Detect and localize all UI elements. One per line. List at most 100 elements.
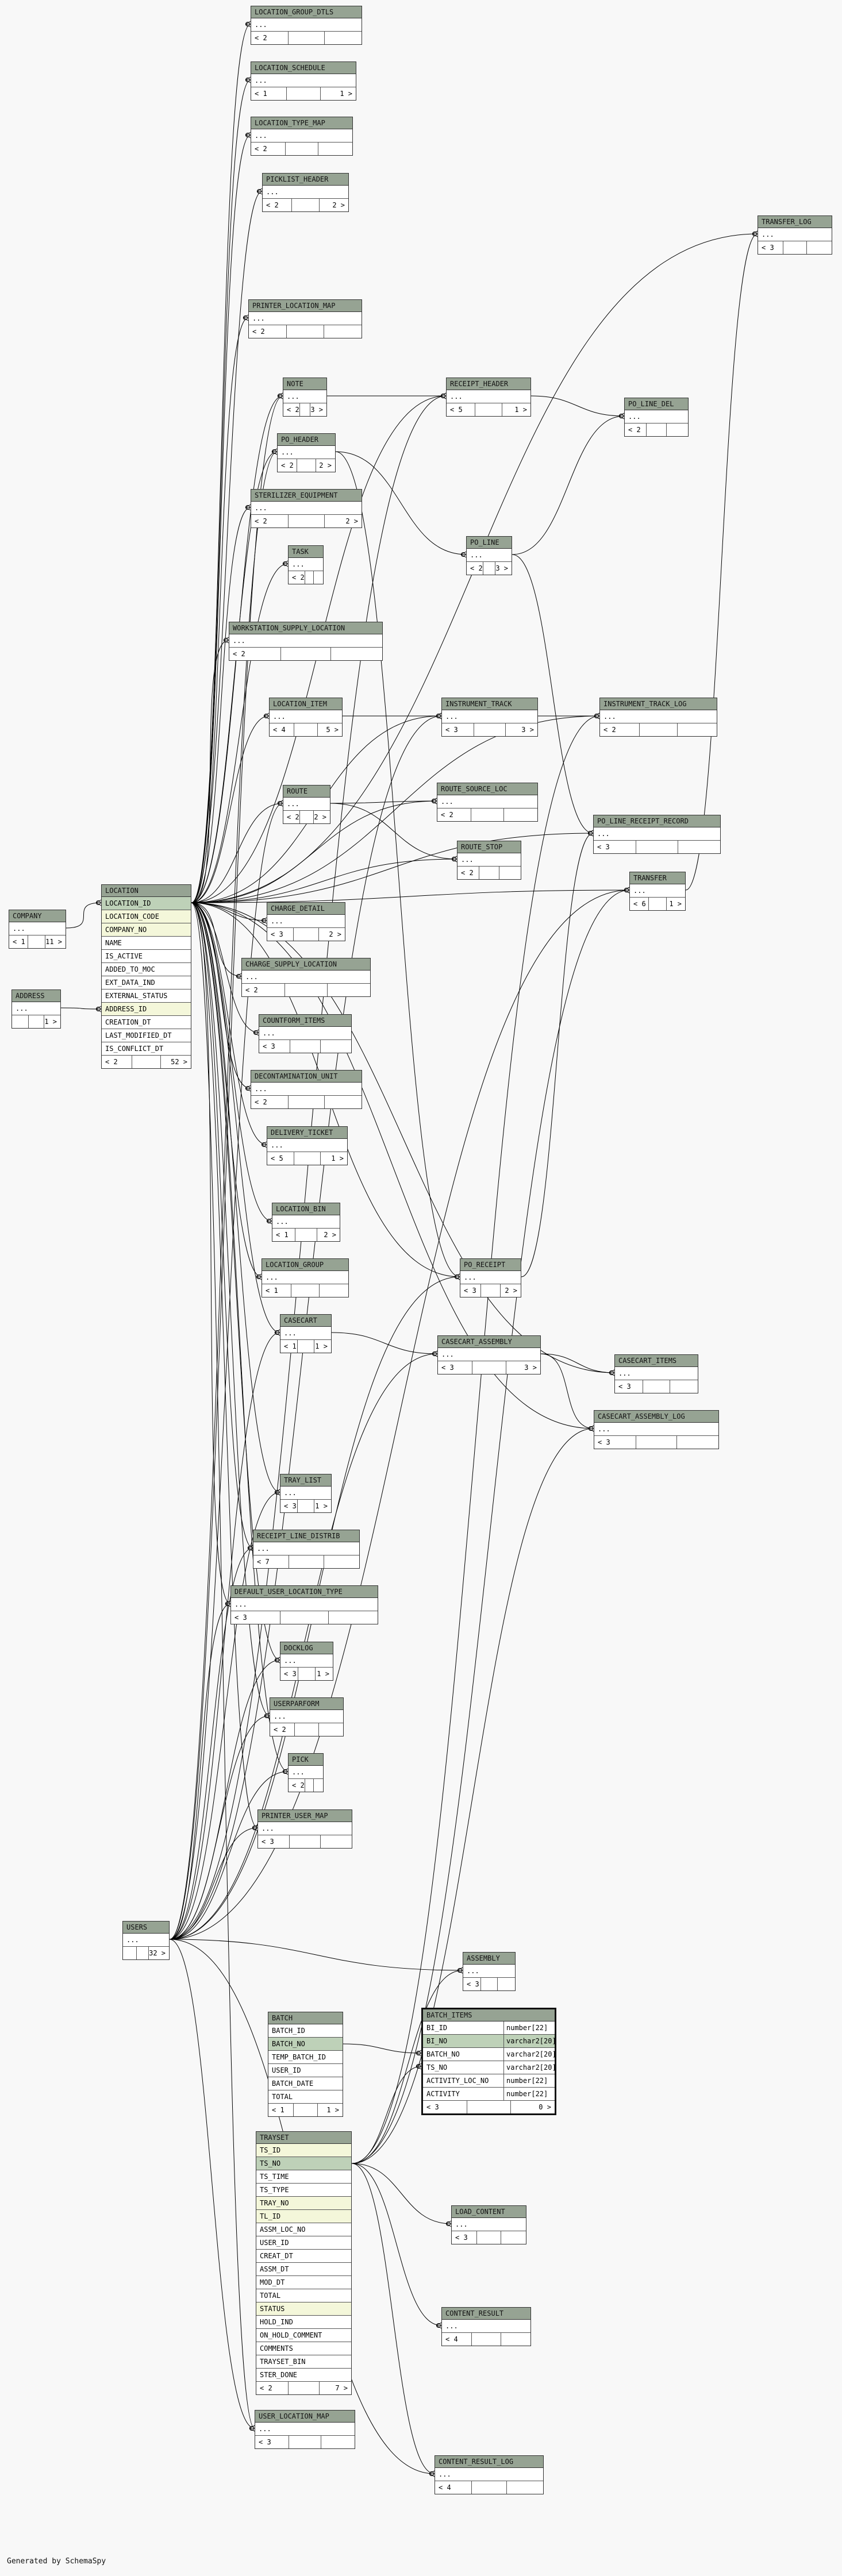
- table-title[interactable]: CASECART: [280, 1315, 331, 1327]
- column-row[interactable]: TS_TIME: [256, 2170, 351, 2184]
- table-content-result[interactable]: CONTENT_RESULT...< 4: [441, 2307, 531, 2346]
- column-row[interactable]: HOLD_IND: [256, 2316, 351, 2329]
- column-row[interactable]: EXT_DATA_IND: [102, 976, 191, 989]
- column-row[interactable]: TS_ID: [256, 2144, 351, 2157]
- table-title[interactable]: BATCH_ITEMS: [423, 2009, 555, 2021]
- column-row[interactable]: LAST_MODIFIED_DT: [102, 1029, 191, 1042]
- column-row[interactable]: TEMP_BATCH_ID: [268, 2051, 343, 2064]
- column-row[interactable]: TRAY_NO: [256, 2197, 351, 2210]
- table-title[interactable]: PICK: [289, 1754, 323, 1766]
- column-row[interactable]: COMPANY_NO: [102, 923, 191, 937]
- table-title[interactable]: ROUTE_SOURCE_LOC: [437, 783, 537, 795]
- table-title[interactable]: COMPANY: [9, 910, 66, 922]
- column-row[interactable]: BATCH_ID: [268, 2024, 343, 2038]
- table-title[interactable]: DECONTAMINATION_UNIT: [251, 1071, 362, 1083]
- table-title[interactable]: DELIVERY_TICKET: [267, 1127, 347, 1139]
- table-route-source-loc[interactable]: ROUTE_SOURCE_LOC...< 2: [437, 783, 538, 822]
- table-load-content[interactable]: LOAD_CONTENT...< 3: [451, 2205, 526, 2244]
- table-title[interactable]: ASSEMBLY: [463, 1953, 515, 1965]
- table-instrument-track-log[interactable]: INSTRUMENT_TRACK_LOG...< 2: [599, 698, 717, 737]
- table-title[interactable]: LOCATION_GROUP_DTLS: [251, 6, 362, 18]
- table-title[interactable]: CASECART_ITEMS: [615, 1355, 698, 1367]
- table-title[interactable]: PO_LINE_RECEIPT_RECORD: [594, 815, 720, 827]
- table-title[interactable]: CONTENT_RESULT: [442, 2308, 530, 2320]
- table-title[interactable]: CASECART_ASSEMBLY_LOG: [594, 1411, 718, 1423]
- table-title[interactable]: CONTENT_RESULT_LOG: [435, 2456, 543, 2468]
- column-row[interactable]: TRAYSET_BIN: [256, 2355, 351, 2369]
- column-row[interactable]: ON_HOLD_COMMENT: [256, 2329, 351, 2342]
- column-row[interactable]: TL_ID: [256, 2210, 351, 2223]
- table-title[interactable]: BATCH: [268, 2012, 343, 2024]
- table-title[interactable]: PO_LINE_DEL: [625, 398, 688, 410]
- table-title[interactable]: TRANSFER_LOG: [758, 216, 832, 228]
- table-title[interactable]: WORKSTATION_SUPPLY_LOCATION: [229, 622, 382, 634]
- table-title[interactable]: LOCATION_SCHEDULE: [251, 62, 356, 74]
- table-address[interactable]: ADDRESS...1 >: [11, 989, 61, 1029]
- table-title[interactable]: CASECART_ASSEMBLY: [438, 1336, 540, 1348]
- table-user-location-map[interactable]: USER_LOCATION_MAP...< 3: [255, 2410, 355, 2449]
- table-userparform[interactable]: USERPARFORM...< 2: [270, 1697, 344, 1736]
- table-countform-items[interactable]: COUNTFORM_ITEMS...< 3: [259, 1014, 352, 1053]
- column-row[interactable]: ASSM_DT: [256, 2263, 351, 2276]
- table-title[interactable]: PO_HEADER: [278, 434, 335, 446]
- table-title[interactable]: LOCATION_TYPE_MAP: [251, 117, 352, 129]
- column-row[interactable]: COMMENTS: [256, 2342, 351, 2355]
- table-title[interactable]: RECEIPT_LINE_DISTRIB: [253, 1530, 359, 1542]
- table-title[interactable]: DOCKLOG: [280, 1642, 333, 1654]
- table-task[interactable]: TASK...< 2: [288, 545, 324, 584]
- table-charge-supply-location[interactable]: CHARGE_SUPPLY_LOCATION...< 2: [241, 958, 371, 997]
- column-row[interactable]: BATCH_DATE: [268, 2077, 343, 2090]
- table-title[interactable]: LOCATION_ITEM: [270, 698, 342, 710]
- table-title[interactable]: CHARGE_DETAIL: [267, 903, 345, 915]
- column-row[interactable]: CREAT_DT: [256, 2250, 351, 2263]
- table-content-result-log[interactable]: CONTENT_RESULT_LOG...< 4: [435, 2455, 544, 2494]
- column-row[interactable]: BATCH_NO: [268, 2038, 343, 2051]
- table-printer-location-map[interactable]: PRINTER_LOCATION_MAP...< 2: [248, 299, 362, 338]
- table-title[interactable]: ROUTE: [283, 785, 330, 798]
- column-row[interactable]: NAME: [102, 937, 191, 950]
- table-transfer-log[interactable]: TRANSFER_LOG...< 3: [758, 215, 832, 255]
- table-location-group[interactable]: LOCATION_GROUP...< 1: [262, 1258, 349, 1297]
- table-title[interactable]: PO_LINE: [467, 537, 512, 549]
- table-casecart-assembly-log[interactable]: CASECART_ASSEMBLY_LOG...< 3: [594, 1410, 719, 1449]
- column-row[interactable]: USER_ID: [268, 2064, 343, 2077]
- table-title[interactable]: INSTRUMENT_TRACK: [442, 698, 537, 710]
- table-title[interactable]: LOCATION_GROUP: [262, 1259, 348, 1271]
- column-row[interactable]: TS_TYPE: [256, 2184, 351, 2197]
- column-row[interactable]: MOD_DT: [256, 2276, 351, 2289]
- table-title[interactable]: PRINTER_LOCATION_MAP: [249, 300, 362, 312]
- table-users[interactable]: USERS...32 >: [122, 1921, 170, 1960]
- table-title[interactable]: RECEIPT_HEADER: [447, 378, 530, 390]
- table-title[interactable]: TASK: [289, 546, 323, 558]
- table-route-stop[interactable]: ROUTE_STOP...< 2: [457, 841, 521, 880]
- column-row[interactable]: USER_ID: [256, 2236, 351, 2250]
- table-decontamination-unit[interactable]: DECONTAMINATION_UNIT...< 2: [251, 1070, 362, 1109]
- column-row[interactable]: IS_CONFLICT_DT: [102, 1042, 191, 1056]
- table-default-user-location-type[interactable]: DEFAULT_USER_LOCATION_TYPE...< 3: [230, 1585, 378, 1624]
- column-row[interactable]: ADDED_TO_MOC: [102, 963, 191, 976]
- column-row[interactable]: EXTERNAL_STATUS: [102, 989, 191, 1003]
- column-row[interactable]: TS_NO: [256, 2157, 351, 2170]
- table-title[interactable]: STERILIZER_EQUIPMENT: [251, 490, 362, 502]
- table-po-line-del[interactable]: PO_LINE_DEL...< 2: [624, 398, 689, 437]
